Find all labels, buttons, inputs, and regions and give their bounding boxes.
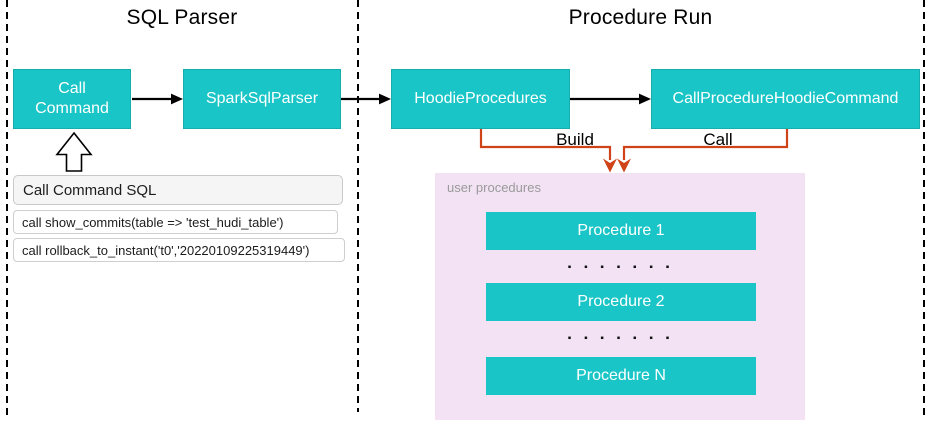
procedure-2-node: Procedure 2 (486, 283, 756, 321)
arrow-down-icon (603, 158, 617, 173)
arrow-down-icon (617, 158, 631, 173)
arrow-right-icon (171, 93, 183, 105)
sql-panel-row: call show_commits(table => 'test_hudi_ta… (13, 210, 338, 234)
call-procedure-hoodie-command-node: CallProcedureHoodieCommand (651, 69, 920, 129)
hoodie-procedures-node: HoodieProcedures (391, 69, 570, 129)
spark-sql-parser-label: SparkSqlParser (205, 90, 319, 107)
user-procedures-label: user procedures (447, 180, 541, 195)
call-edge-label: Call (703, 130, 733, 149)
ellipsis-dots: ▪ ▪ ▪ ▪ ▪ ▪ ▪ (567, 333, 675, 344)
sql-panel-row: call rollback_to_instant('t0','202201092… (13, 238, 345, 262)
call-command-node: Call Command (13, 69, 131, 129)
arrow-right-icon (379, 93, 391, 105)
procedure-n-node: Procedure N (486, 357, 756, 395)
call-command-label: Call Command (35, 80, 109, 117)
arrow-hoodieprocedures-to-callprocedure (570, 93, 651, 105)
sql-panel-header: Call Command SQL (13, 175, 343, 205)
hollow-up-arrow-icon (55, 131, 93, 172)
section-divider-right (923, 0, 925, 415)
ellipsis-dots: ▪ ▪ ▪ ▪ ▪ ▪ ▪ (567, 262, 675, 273)
hoodie-procedures-label: HoodieProcedures (414, 90, 547, 107)
procedure-1-node: Procedure 1 (486, 212, 756, 250)
build-edge-label: Build (556, 130, 594, 149)
section-divider-left (6, 0, 8, 415)
user-procedures-panel: user procedures Procedure 1 ▪ ▪ ▪ ▪ ▪ ▪ … (435, 173, 805, 420)
sql-parser-section-title: SQL Parser (126, 6, 238, 29)
arrow-sparksqlparser-to-hoodieprocedures (341, 93, 391, 105)
arrow-call-command-to-sparksqlparser (132, 93, 183, 105)
arrow-right-icon (639, 93, 651, 105)
call-procedure-hoodie-command-label: CallProcedureHoodieCommand (672, 90, 899, 107)
procedure-run-section-title: Procedure Run (568, 6, 713, 29)
spark-sql-parser-node: SparkSqlParser (183, 69, 341, 129)
section-divider-middle (357, 0, 359, 412)
